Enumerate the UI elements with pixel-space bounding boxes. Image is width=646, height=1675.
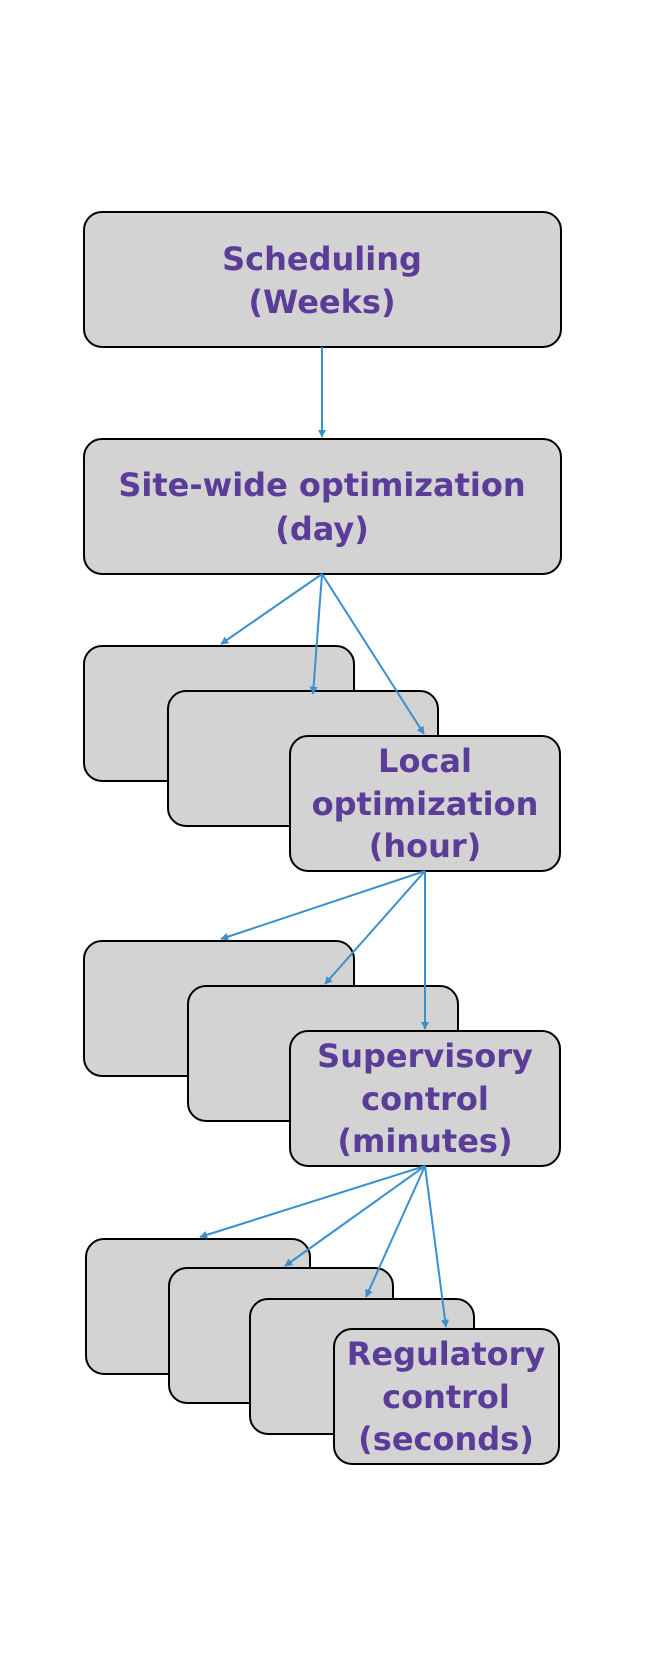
arrow-local-to-supervisory-1 — [220, 870, 426, 941]
regulatory-box — [333, 1328, 560, 1465]
arrows — [199, 347, 450, 1328]
site-wide-box — [83, 438, 562, 575]
regulatory-label-line1: Regulatory — [347, 1335, 546, 1373]
local-label-line1: Local — [378, 742, 472, 780]
arrow-site-to-local-1 — [220, 573, 323, 645]
supervisory-label-line1: Supervisory — [317, 1037, 533, 1075]
scheduling-label-line2: (Weeks) — [248, 283, 395, 321]
regulatory-label-line2: control — [382, 1378, 510, 1416]
local-label-line3: (hour) — [369, 827, 482, 865]
supervisory-label-line2: control — [361, 1080, 489, 1118]
arrow-supervisory-to-regulatory-2 — [284, 1165, 426, 1267]
regulatory-stack: Regulatory control (seconds) — [85, 1238, 560, 1465]
scheduling-node: Scheduling (Weeks) — [83, 211, 562, 348]
arrow-supervisory-to-regulatory-1 — [199, 1165, 426, 1239]
site-wide-node: Site-wide optimization (day) — [83, 438, 562, 575]
site-wide-label-line2: (day) — [275, 510, 369, 548]
scheduling-label-line1: Scheduling — [222, 240, 422, 278]
arrow-local-to-supervisory-2 — [324, 870, 426, 985]
supervisory-label-line3: (minutes) — [337, 1122, 512, 1160]
site-wide-label-line1: Site-wide optimization — [118, 466, 525, 504]
arrow-supervisory-to-regulatory-3 — [365, 1165, 426, 1298]
local-label-line2: optimization — [312, 785, 539, 823]
supervisory-stack: Supervisory control (minutes) — [83, 940, 561, 1167]
arrow-site-to-local-2 — [309, 573, 323, 695]
local-stack: Local optimization (hour) — [83, 645, 561, 872]
arrow-supervisory-to-regulatory-4 — [424, 1165, 450, 1328]
regulatory-label-line3: (seconds) — [358, 1420, 534, 1458]
scheduling-box — [83, 211, 562, 348]
arrow-site-to-local-3 — [321, 573, 425, 735]
